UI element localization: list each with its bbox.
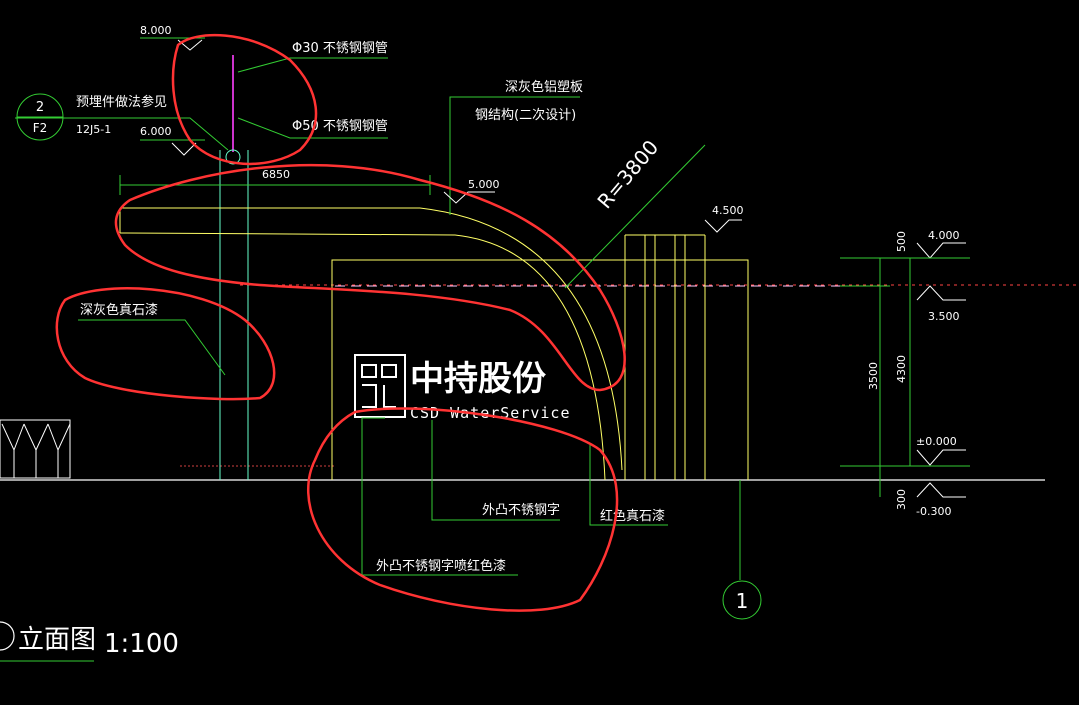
label-pipe-50: Φ50 不锈钢钢管	[292, 119, 388, 134]
dim-4300: 4300	[895, 355, 908, 383]
label-stone-red: 红色真石漆	[600, 508, 665, 524]
elev-3500: 3.500	[928, 310, 960, 323]
elev-8000: 8.000	[140, 24, 172, 37]
detail-ref-bottom: F2	[33, 121, 48, 135]
logo-chinese: 中持股份	[410, 359, 546, 399]
detail-ref-code: 12J5-1	[76, 123, 111, 136]
dim-6850: 6850	[262, 168, 290, 181]
label-pipe-30: Φ30 不锈钢钢管	[292, 41, 388, 56]
dim-300: 300	[895, 489, 908, 510]
axis-marker: 1	[736, 589, 749, 613]
label-panel: 深灰色铝塑板	[505, 79, 583, 95]
dim-500: 500	[895, 231, 908, 252]
drawing-scale: 1:100	[104, 629, 179, 659]
elev-4500: 4.500	[712, 204, 744, 217]
label-letters-red: 外凸不锈钢字喷红色漆	[376, 558, 506, 574]
drawing-title: 立面图	[18, 625, 96, 655]
label-letters-steel: 外凸不锈钢字	[482, 503, 560, 518]
label-steel: 钢结构(二次设计)	[475, 107, 576, 123]
label-stone-grey: 深灰色真石漆	[80, 302, 158, 318]
axis-marker-circle	[722, 580, 762, 620]
company-logo: 中持股份 CSD WaterService	[354, 354, 571, 422]
elev-4000: 4.000	[928, 229, 960, 242]
elevation-markers	[171, 39, 966, 498]
elev-0000: ±0.000	[916, 435, 957, 448]
detail-ref-top: 2	[36, 100, 44, 115]
logo-english: CSD WaterService	[410, 404, 571, 422]
elev-6000: 6.000	[140, 125, 172, 138]
red-markup	[55, 33, 626, 612]
dim-3500: 3500	[867, 362, 880, 390]
pipe-joint-icon	[225, 149, 241, 165]
main-wall	[331, 234, 749, 480]
label-radius: R=3800	[592, 135, 663, 213]
elev-m0300: -0.300	[916, 505, 951, 518]
elev-5000: 5.000	[468, 178, 500, 191]
detail-ref-note: 预埋件做法参见	[76, 94, 167, 110]
canopy	[119, 207, 623, 481]
leader-lines	[15, 37, 741, 580]
left-fence	[0, 419, 71, 479]
support-columns	[219, 150, 249, 480]
title-circle	[0, 621, 15, 651]
